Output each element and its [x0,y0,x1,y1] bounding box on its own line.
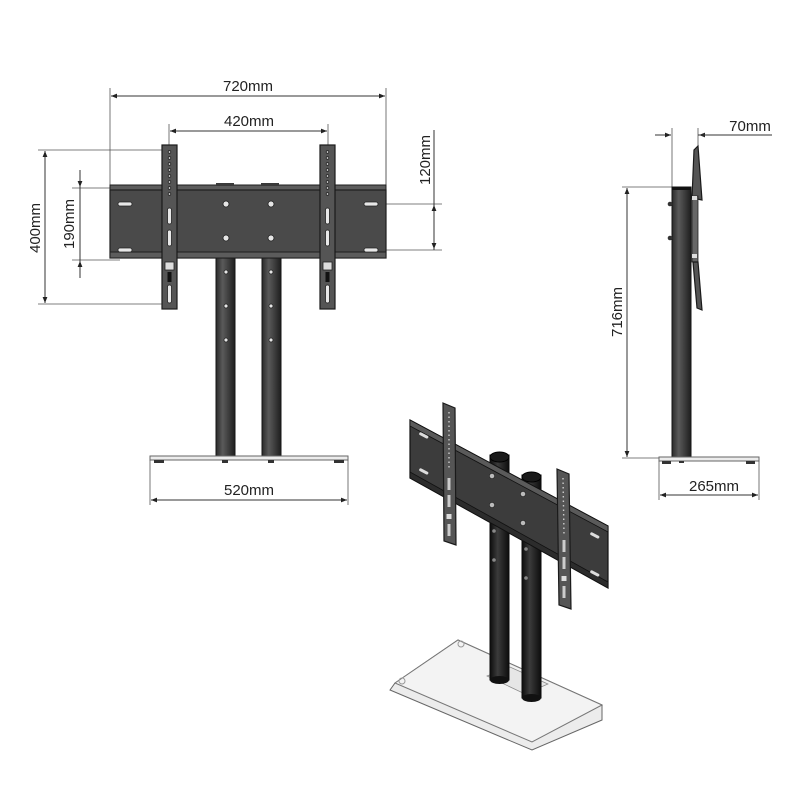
dimension-base-depth: 265mm [658,461,760,500]
dimension-overall-height: 400mm [27,149,165,305]
label-265mm: 265mm [689,478,739,495]
dimension-plate-height: 190mm [61,170,120,278]
front-base [149,455,349,463]
dimension-pole-height: 716mm [609,186,672,459]
label-420mm: 420mm [224,113,274,130]
side-view: 70mm 716mm 265mm [609,118,772,500]
label-400mm: 400mm [27,203,44,253]
label-520mm: 520mm [224,482,274,499]
mounting-plate [109,183,387,259]
side-pole [671,186,692,458]
pole-left [215,257,236,457]
isometric-view [389,402,609,751]
dimension-slot-spacing: 120mm [372,130,442,251]
front-poles [215,257,282,457]
label-70mm: 70mm [729,118,771,135]
dimension-base-width: 520mm [149,460,349,505]
label-716mm: 716mm [609,287,626,337]
label-120mm: 120mm [417,135,434,185]
front-view: 720mm 420mm 400mm 190mm [27,78,442,505]
iso-rail-left [442,402,457,546]
vertical-rail-right [319,144,336,310]
dimension-rail-spacing: 420mm [168,113,329,148]
vertical-rail-left [161,144,178,310]
dimension-overall-width: 720mm [109,78,387,190]
side-bracket [691,144,703,311]
label-720mm: 720mm [223,78,273,95]
glass-base [149,455,349,461]
pole-right [261,257,282,457]
label-190mm: 190mm [61,199,78,249]
dimension-bracket-depth: 70mm [655,118,772,190]
iso-rail-right [556,468,572,610]
side-glass-base [658,456,760,462]
